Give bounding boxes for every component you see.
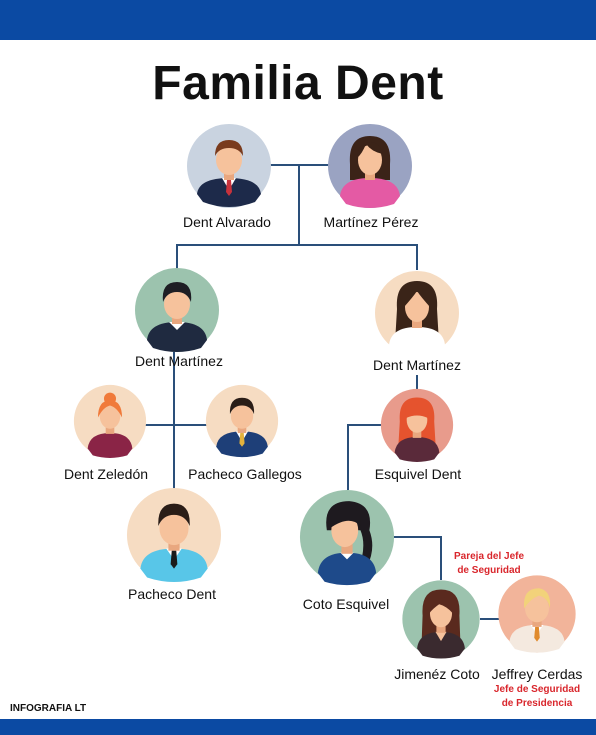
- role-note-line-1: Jefe de Seguridad: [493, 684, 581, 695]
- person-label-martinez-perez: Martínez Pérez: [323, 214, 419, 230]
- person-label-dent-alvarado: Dent Alvarado: [183, 214, 271, 230]
- role-note: Jefe de Seguridad de Presidencia: [494, 683, 580, 711]
- partner-note-line-2: de Seguridad: [457, 565, 521, 576]
- siblings-line-1: [176, 244, 418, 270]
- person-avatar-esquivel-dent: [380, 388, 454, 462]
- person-avatar-martinez-perez: [328, 124, 412, 208]
- tree-connectors: [145, 164, 500, 620]
- person-avatar-pacheco-dent: [126, 487, 222, 583]
- person-label-jeffrey-cerdas: Jeffrey Cerdas: [491, 666, 583, 682]
- person-label-coto-esquivel: Coto Esquivel: [302, 596, 390, 612]
- partner-note-line-1: Pareja del Jefe: [453, 551, 525, 562]
- role-note-line-2: de Presidencia: [501, 698, 573, 709]
- partner-note: Pareja del Jefe de Seguridad: [454, 550, 524, 578]
- person-label-dent-martinez-left: Dent Martínez: [135, 353, 223, 369]
- person-label-pacheco-gallegos: Pacheco Gallegos: [188, 466, 302, 482]
- person-avatar-pacheco-gallegos: [205, 384, 279, 458]
- person-avatar-dent-alvarado: [187, 124, 271, 208]
- person-label-pacheco-dent: Pacheco Dent: [128, 586, 216, 602]
- person-label-esquivel-dent: Esquivel Dent: [374, 466, 462, 482]
- child-line-bottom: [392, 536, 442, 580]
- person-avatar-dent-martinez-man: [135, 268, 219, 352]
- child-line-right: [347, 424, 383, 490]
- page-title: Familia Dent: [152, 57, 444, 110]
- person-avatar-jimenez-coto: [402, 580, 480, 659]
- bottom-bar: [0, 719, 596, 735]
- top-bar: [0, 0, 596, 40]
- person-label-jimenez-coto: Jimenéz Coto: [394, 666, 480, 682]
- person-avatar-dent-martinez-woman: [375, 271, 459, 356]
- person-avatar-coto-esquivel: [299, 489, 395, 586]
- person-avatar-jeffrey-cerdas: [498, 575, 576, 653]
- person-label-dent-martinez-right: Dent Martínez: [373, 357, 461, 373]
- credit-label: INFOGRAFIA LT: [10, 703, 87, 714]
- person-label-dent-zeledon: Dent Zeledón: [63, 466, 149, 482]
- person-avatar-dent-zeledon: [73, 384, 147, 458]
